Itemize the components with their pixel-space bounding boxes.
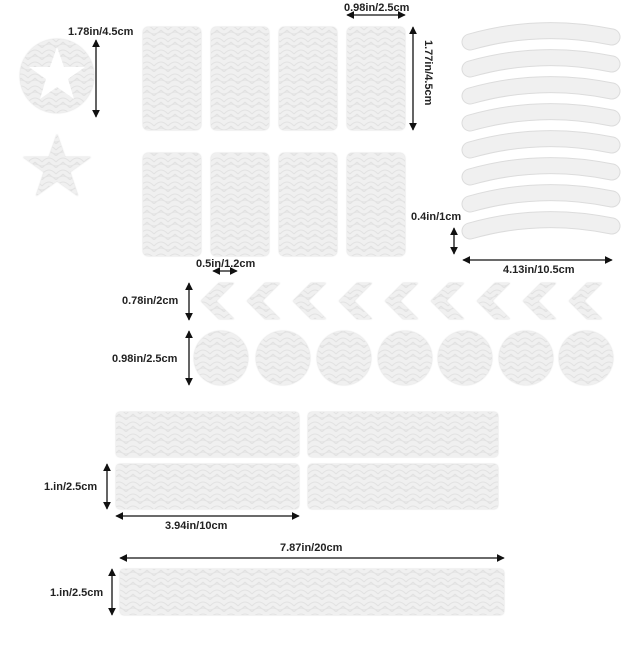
rectangle-stickers — [143, 27, 405, 256]
circle-sticker — [317, 331, 371, 385]
rectangle-sticker — [347, 153, 405, 256]
arc-sticker — [461, 76, 621, 105]
strip-sticker — [308, 464, 498, 509]
arc-thickness-label: 0.4in/1cm — [411, 211, 462, 223]
chevron-height-label: 0.78in/2cm — [122, 295, 179, 307]
strip-height-label: 1.in/2.5cm — [44, 481, 98, 493]
star-sticker — [23, 134, 91, 196]
circle-sticker — [499, 331, 553, 385]
chevron-sticker — [293, 283, 326, 319]
strip-sticker — [308, 412, 498, 457]
rectangle-sticker — [143, 27, 201, 130]
circle-stickers — [194, 331, 613, 385]
chevron-sticker — [523, 283, 556, 319]
circle-sticker — [256, 331, 310, 385]
chevron-sticker — [201, 283, 234, 319]
rect-width-label: 0.98in/2.5cm — [344, 2, 410, 14]
chevron-sticker — [247, 283, 280, 319]
chevron-sticker — [477, 283, 510, 319]
long-strip-height-label: 1.in/2.5cm — [50, 587, 104, 599]
medium-strip-stickers — [116, 412, 498, 509]
rect-height-label: 1.77in/4.5cm — [422, 40, 434, 106]
arc-sticker — [461, 157, 621, 186]
rectangle-sticker — [143, 153, 201, 256]
dimension-arrows — [92, 11, 613, 616]
long-strip-sticker — [120, 569, 504, 615]
circle-sticker — [438, 331, 492, 385]
arc-sticker — [461, 130, 621, 159]
arc-sticker — [461, 49, 621, 78]
rectangle-sticker — [347, 27, 405, 130]
circle-diameter-label: 0.98in/2.5cm — [112, 353, 178, 365]
arc-length-label: 4.13in/10.5cm — [503, 264, 575, 276]
arc-sticker — [461, 211, 621, 240]
chevron-width-label: 0.5in/1.2cm — [196, 258, 256, 270]
strip-sticker — [116, 412, 299, 457]
arc-sticker — [461, 103, 621, 132]
rectangle-sticker — [211, 27, 269, 130]
arc-sticker — [461, 184, 621, 213]
chevron-sticker — [569, 283, 602, 319]
chevron-sticker — [431, 283, 464, 319]
strip-length-label: 3.94in/10cm — [165, 520, 228, 532]
strip-sticker — [116, 464, 299, 509]
rectangle-sticker — [279, 27, 337, 130]
circle-sticker — [559, 331, 613, 385]
chevron-sticker — [339, 283, 372, 319]
long-strip-length-label: 7.87in/20cm — [280, 542, 343, 554]
star-sticker-hollow — [20, 39, 94, 113]
star-height-label: 1.78in/4.5cm — [68, 26, 134, 38]
circle-sticker — [194, 331, 248, 385]
chevron-stickers — [201, 283, 602, 319]
rectangle-sticker — [279, 153, 337, 256]
arc-stickers — [461, 22, 621, 240]
rectangle-sticker — [211, 153, 269, 256]
chevron-sticker — [385, 283, 418, 319]
arc-sticker — [461, 22, 621, 51]
circle-sticker — [378, 331, 432, 385]
